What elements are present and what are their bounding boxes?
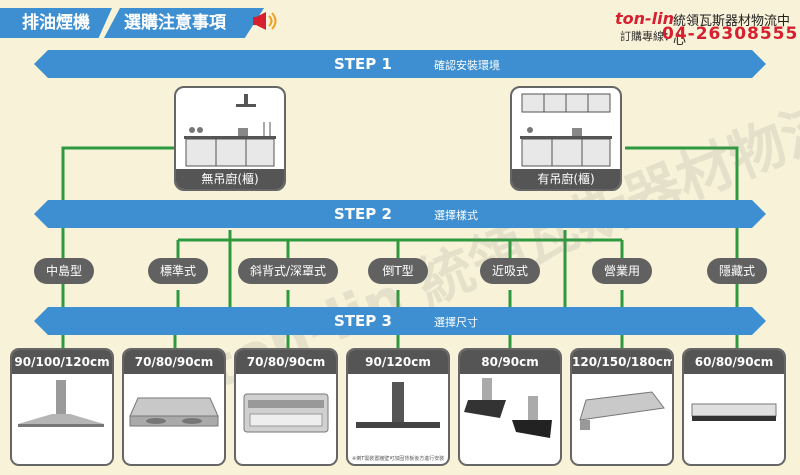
kitchen-card-no-cabinet[interactable]: 無吊廚(櫃) <box>174 86 286 191</box>
step-3-number: STEP 3 <box>334 312 392 330</box>
product-size: 90/120cm <box>348 350 448 374</box>
product-card-island[interactable]: 90/100/120cm <box>10 348 114 466</box>
island-hood-icon <box>18 380 104 427</box>
product-card-near-suction[interactable]: 80/90cm <box>458 348 562 466</box>
deep-hood-icon <box>243 393 329 433</box>
style-hidden[interactable]: 隱藏式 <box>707 258 767 284</box>
style-commercial[interactable]: 營業用 <box>592 258 652 284</box>
step-3-desc: 選擇尺寸 <box>434 316 478 329</box>
kitchen-with-cabinet-icon <box>520 93 612 167</box>
commercial-hood-icon <box>579 391 665 430</box>
step-1-bar: STEP 1 確認安裝環境 <box>34 50 766 78</box>
step-2-number: STEP 2 <box>334 205 392 223</box>
product-size: 120/150/180cm <box>572 350 672 374</box>
megaphone-icon <box>253 12 277 30</box>
product-card-commercial[interactable]: 120/150/180cm <box>570 348 674 466</box>
page-title: 選購注意事項 <box>104 8 264 38</box>
category-tab: 排油煙機 <box>0 8 112 38</box>
product-card-hidden[interactable]: 60/80/90cm <box>682 348 786 466</box>
hidden-hood-icon <box>691 403 777 421</box>
product-size: 80/90cm <box>460 350 560 374</box>
kitchen-label: 有吊廚(櫃) <box>512 169 620 189</box>
style-slanted-deep[interactable]: 斜背式/深罩式 <box>238 258 338 284</box>
inverted-t-hood-icon <box>356 382 440 428</box>
product-note: ※倒T需裝置牆壁可加固背板後方進行安裝 <box>352 456 445 462</box>
style-standard[interactable]: 標準式 <box>148 258 208 284</box>
product-size: 60/80/90cm <box>684 350 784 374</box>
standard-hood-icon <box>129 397 219 427</box>
hotline-number: 04-26308555 <box>662 24 799 44</box>
near-suction-hood-icon <box>464 378 552 438</box>
product-card-inverted-t[interactable]: 90/120cm ※倒T需裝置牆壁可加固背板後方進行安裝 <box>346 348 450 466</box>
style-inverted-t[interactable]: 倒T型 <box>368 258 428 284</box>
brand-name: 統領瓦斯器材物流中心 <box>673 14 791 48</box>
brand-logo: ton-lin <box>615 9 675 28</box>
product-size: 70/80/90cm <box>124 350 224 374</box>
kitchen-no-cabinet-icon <box>184 94 276 167</box>
step-2-desc: 選擇樣式 <box>434 209 478 222</box>
product-size: 90/100/120cm <box>12 350 112 374</box>
step-2-bar: STEP 2 選擇樣式 <box>34 200 766 228</box>
step-3-bar: STEP 3 選擇尺寸 <box>34 307 766 335</box>
product-card-standard[interactable]: 70/80/90cm <box>122 348 226 466</box>
style-island[interactable]: 中島型 <box>34 258 94 284</box>
hotline-label: 訂購專線： <box>620 30 675 43</box>
step-1-desc: 確認安裝環境 <box>434 59 500 72</box>
kitchen-card-with-cabinet[interactable]: 有吊廚(櫃) <box>510 86 622 191</box>
kitchen-label: 無吊廚(櫃) <box>176 169 284 189</box>
product-size: 70/80/90cm <box>236 350 336 374</box>
product-card-deep[interactable]: 70/80/90cm <box>234 348 338 466</box>
step-1-number: STEP 1 <box>334 55 392 73</box>
style-near-suction[interactable]: 近吸式 <box>480 258 540 284</box>
